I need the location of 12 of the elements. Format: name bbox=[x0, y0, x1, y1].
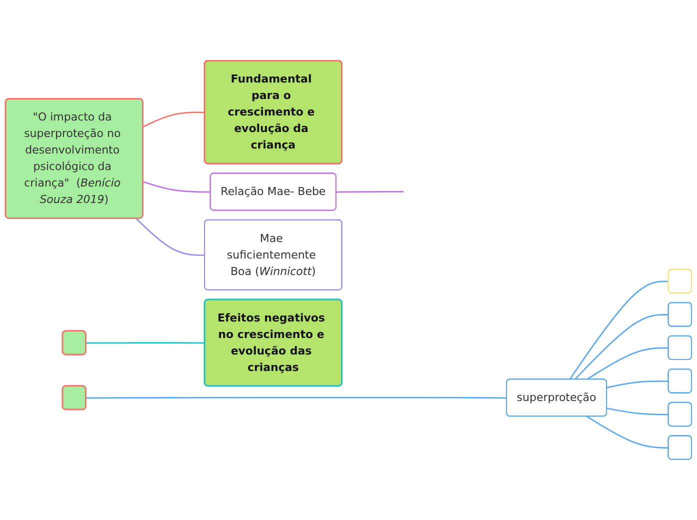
connector bbox=[606, 380, 669, 388]
connector bbox=[142, 181, 211, 193]
connector bbox=[142, 112, 205, 128]
connector bbox=[136, 218, 205, 256]
connector bbox=[586, 416, 669, 449]
connector bbox=[569, 280, 669, 380]
connector bbox=[574, 314, 669, 380]
connector bbox=[336, 191, 404, 193]
connector bbox=[606, 408, 669, 416]
connector bbox=[86, 342, 205, 344]
connector bbox=[86, 396, 507, 399]
connector bbox=[586, 347, 669, 380]
